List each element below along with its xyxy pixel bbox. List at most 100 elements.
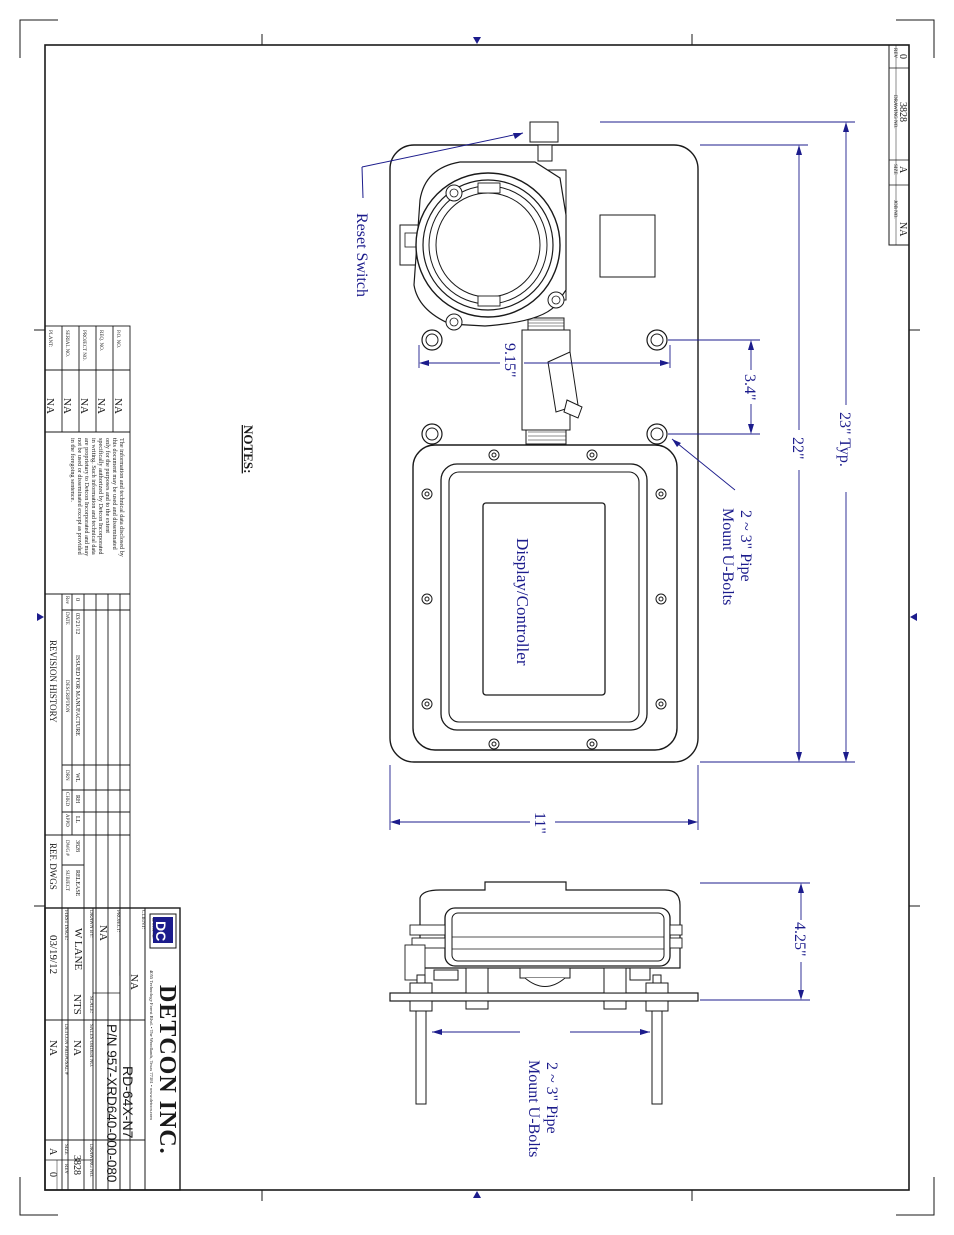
drawing-no-value: 3828 [71,1155,82,1175]
rev-header-rev: Rev [64,596,69,605]
company-logo: DC DETCON, INC. [149,913,177,949]
disclaimer-line: this document may be used and disseminat… [111,438,118,551]
disclaimer-line: are proprietary to Detcon Incorporated a… [83,438,90,557]
reset-switch-callout [361,132,524,199]
disclaimer-line: specifically authorized by Detcon Incorp… [97,438,104,555]
dim-22: 22" [789,437,806,460]
project-label: PROJECT: [115,910,120,932]
disclaimer-line: in the foregoing sentence. [69,438,76,502]
u-bolt-label-front-line1: 2 ~ 3" Pipe [737,510,754,582]
rev-header-date: DATE [64,612,69,625]
rev-row-description: ISSUED FOR MANUFACTURE [74,655,80,736]
proposal-label: DETCON PROPOSAL # [63,1024,68,1075]
rev-header-drn: DRN [64,770,69,781]
rev-row-drn: WL [74,773,80,783]
rev-row-date: 03/21/12 [74,613,80,634]
info-block-text: P.O. NO. NA REQ. NO. NA PROJECT NO. NA S… [44,330,125,897]
ref-row-subject: RELEASE [74,870,80,897]
disclaimer-line: in writing. Such information and technic… [90,438,97,555]
rev-header-appd: APPD [64,814,69,827]
rev-value: 0 [47,1172,58,1177]
project-dash: – [114,969,126,976]
rev-header-description: DESCRIPTION [64,680,69,713]
serial-value: NA [61,398,73,414]
plant-label: PLANT: [47,330,52,347]
revision-history-title: REVISION HISTORY [48,640,58,723]
display-controller-label: Display/Controller [513,538,532,666]
side-base-plate [389,992,699,1002]
front-view [389,121,699,763]
client-label: CLIENT: [140,910,145,929]
project-value: NA [97,925,109,941]
top-size-value: A [897,166,908,174]
reset-switch-label: Reset Switch [353,213,370,297]
dim-3-4: 3.4" [741,374,758,401]
rev-row-appd: LL [74,816,80,824]
top-rev-label: REV [892,48,897,58]
ref-dwgs-title: REF. DWGS [48,843,58,890]
u-bolt-label-side: 2 ~ 3" Pipe Mount U-Bolts [525,1060,560,1157]
scale-value: NTS [71,994,83,1015]
dimension-text: 23" Typ. 22" 3.4" 9.15" 11" 4.25" [501,343,853,957]
title-block [44,907,181,1191]
top-job-label: JOB NO. [892,200,897,219]
mounting-bolts-upper [421,329,668,445]
sales-order-label: SALES ORDER NO. [88,1024,93,1067]
logo-mark: DC [153,921,169,941]
req-value: NA [95,398,107,414]
project-no-value: NA [78,398,90,414]
serial-label: SERIAL NO. [64,330,69,357]
company-name: DETCON INC. [154,985,180,1155]
side-view [389,881,699,1105]
logo-subtext: DETCON, INC. [150,918,155,939]
po-label: P.O. NO. [115,330,120,348]
disclaimer-line: only for the purposes and to the extent [104,438,111,533]
dim-23-typ: 23" Typ. [836,412,853,467]
side-u-bolts [415,974,663,1105]
first-issue-value: 03/19/12 [47,935,59,974]
size-value: A [47,1148,58,1156]
dim-11: 11" [531,812,548,834]
center-arrows [37,37,917,1198]
dimension-lines [389,121,855,1033]
drawing-no-label: DRAWING NO. [88,1144,93,1177]
drawn-by-value: W LANE [72,928,84,971]
model-number: RD-64X-N7 [120,1066,136,1139]
rev-header-chkd: CHKD [64,792,69,807]
disclaimer: The information and technical data discl… [69,438,125,558]
po-value: NA [112,398,124,414]
u-bolt-label-front: 2 ~ 3" Pipe Mount U-Bolts [719,508,754,605]
display-window [482,502,606,696]
top-job-value: NA [897,222,908,237]
top-drawing-no-value: 3828 [897,102,908,122]
proposal-value: NA [47,1040,59,1056]
dimension-arrows [390,122,849,1035]
client-value: NA [128,974,140,990]
project-no-label: PROJECT NO. [81,330,86,361]
size-label: SIZE [63,1144,68,1155]
top-title-block: REV 0 DRAWING NO. 3828 SIZE A JOB NO. NA [888,44,910,246]
notes-title: NOTES: [241,425,256,473]
req-label: REQ. NO. [98,330,103,351]
sensor-label-plate [599,214,656,278]
ref-header-dwg: DWG # [64,840,69,856]
ref-row-dwg: 3828 [74,840,80,852]
top-drawing-no-label: DRAWING NO. [892,95,897,128]
u-bolt-label-side-line1: 2 ~ 3" Pipe [543,1062,560,1134]
u-bolt-label-side-line2: Mount U-Bolts [525,1060,542,1157]
plant-value: NA [44,398,56,414]
u-bolt-label-front-line2: Mount U-Bolts [719,508,736,605]
sales-order-value: NA [71,1040,83,1056]
enclosure-bolts [421,449,667,750]
rev-row-chkd: RH [74,795,80,804]
company-address: 4055 Technology Forest Blvd. • The Woodl… [148,970,154,1120]
part-number: P/N 957-XRD640-000-080 [104,1024,119,1182]
junction-housing [399,161,567,331]
title-block-text: DETCON INC. 4055 Technology Forest Blvd.… [47,910,180,1182]
first-issue-label: FIRST ISSUE: [63,910,68,940]
ref-header-subject: SUBJECT [64,870,69,891]
dim-4-25: 4.25" [791,922,808,957]
disclaimer-line: not be used or disseminated except as pr… [76,438,83,556]
top-rev-value: 0 [897,54,908,59]
